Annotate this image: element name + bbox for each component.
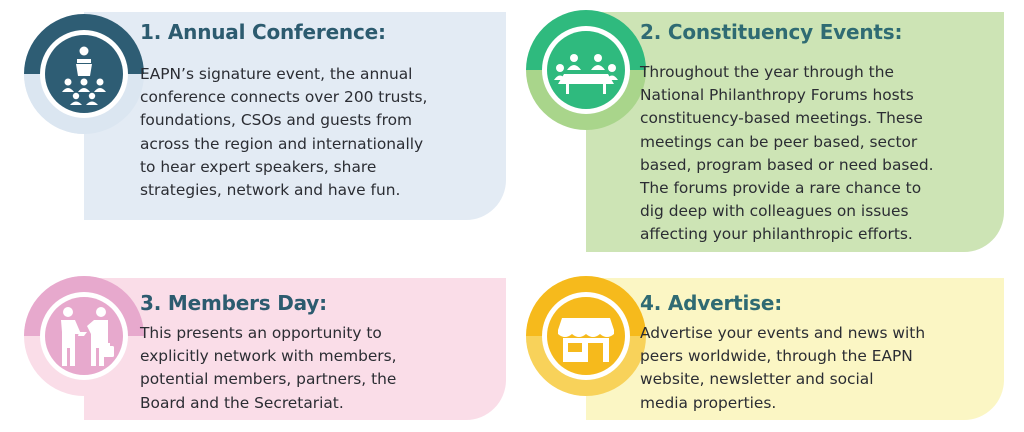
description-line: Advertise your events and news with xyxy=(640,324,926,342)
description-line: website, newsletter and social xyxy=(640,370,874,389)
description-line: The forums provide a rare chance to xyxy=(640,179,922,198)
description-line: to hear expert speakers, share xyxy=(140,157,377,176)
card-panel xyxy=(84,278,506,420)
card-title: 1. Annual Conference: xyxy=(140,20,386,44)
card-description: Advertise your events and news with peer… xyxy=(640,322,925,415)
description-line: affecting your philanthropic efforts. xyxy=(640,225,913,244)
speaker-podium-audience-icon xyxy=(62,46,106,105)
description-line: across the region and internationally xyxy=(140,134,424,153)
badge-circle xyxy=(526,10,646,130)
description-line: Throughout the year through the xyxy=(640,63,894,81)
badge-circle xyxy=(24,14,144,134)
description-line: EAPN’s signature event, the annual xyxy=(140,65,413,83)
card-description: Throughout the year through the National… xyxy=(640,61,934,247)
description-line: This presents an opportunity to xyxy=(140,324,382,342)
badge-circle xyxy=(24,276,144,396)
card-panel xyxy=(586,278,1004,420)
description-line: conference connects over 200 trusts, xyxy=(140,88,428,107)
description-line: National Philanthropy Forums hosts xyxy=(640,86,914,105)
description-line: potential members, partners, the xyxy=(140,370,397,389)
description-line: strategies, network and have fun. xyxy=(140,181,401,200)
description-line: Board and the Secretariat. xyxy=(140,393,344,412)
description-line: peers worldwide, through the EAPN xyxy=(640,347,913,366)
description-line: foundations, CSOs and guests from xyxy=(140,111,412,130)
description-line: media properties. xyxy=(640,393,777,412)
description-line: based, program based or need based. xyxy=(640,155,934,174)
description-line: dig deep with colleagues on issues xyxy=(640,202,909,221)
description-line: explicitly network with members, xyxy=(140,347,397,366)
description-line: constituency-based meetings. These xyxy=(640,109,923,128)
storefront-icon xyxy=(558,318,614,362)
card-panel xyxy=(586,12,1004,252)
badge-circle xyxy=(526,276,646,396)
card-description: EAPN’s signature event, the annual confe… xyxy=(140,63,427,202)
card-title: 4. Advertise: xyxy=(640,291,783,315)
card-title: 3. Members Day: xyxy=(140,291,327,315)
card-title: 2. Constituency Events: xyxy=(640,20,903,44)
handshake-icon xyxy=(61,307,114,366)
description-line: meetings can be peer based, sector xyxy=(640,132,918,151)
card-panel xyxy=(84,12,506,220)
meeting-table-icon xyxy=(554,54,618,94)
card-description: This presents an opportunity to explicit… xyxy=(140,322,397,415)
